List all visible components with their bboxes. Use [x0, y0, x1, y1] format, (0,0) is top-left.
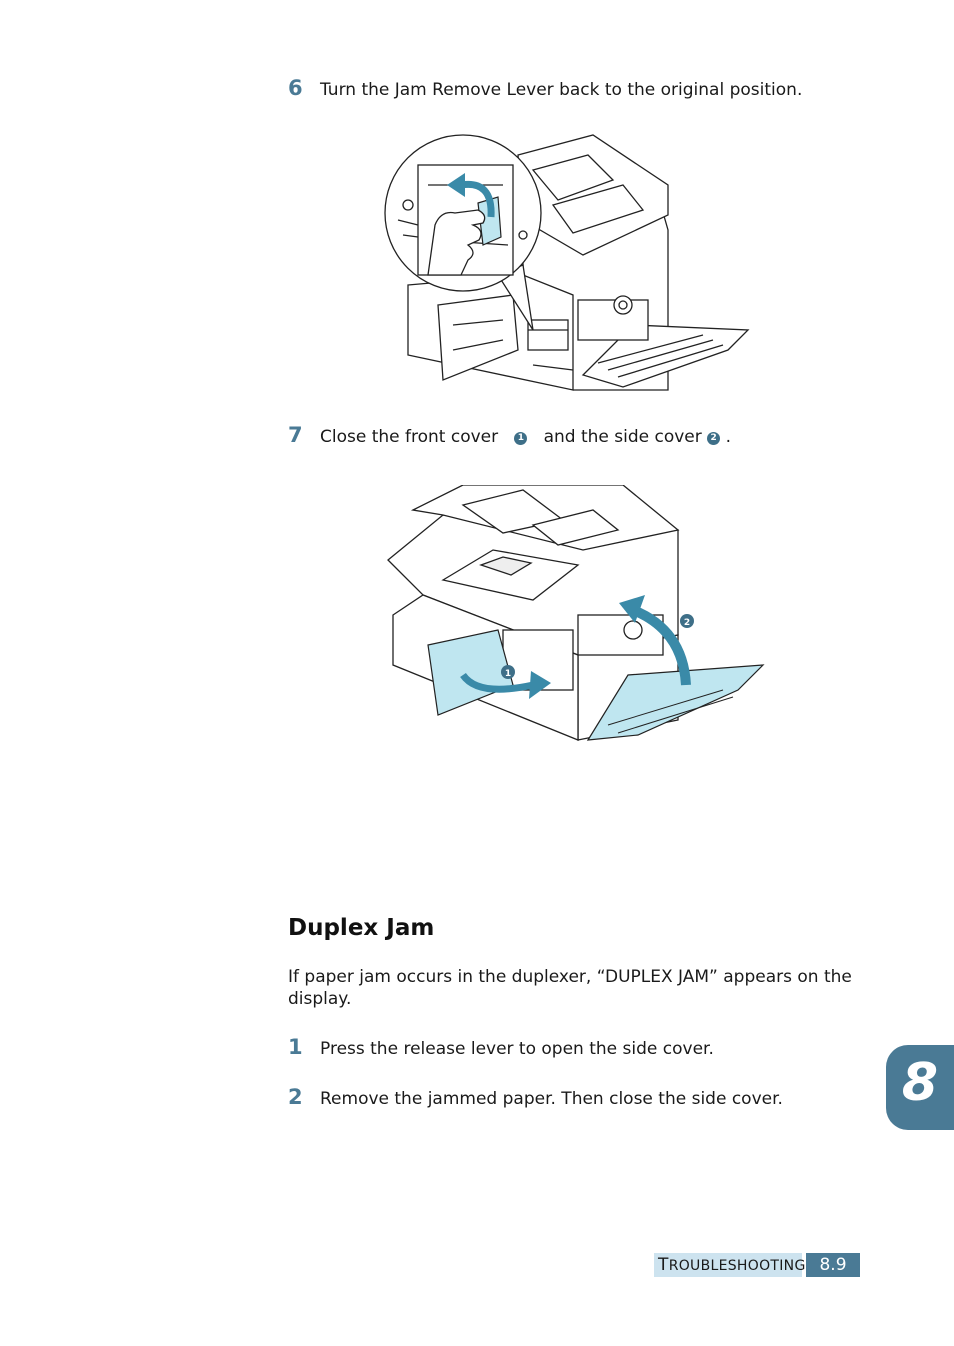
page-number: 8.9	[806, 1253, 860, 1277]
close-covers-illustration: 1 2	[387, 485, 765, 741]
step-text: Press the release lever to open the side…	[320, 1039, 714, 1059]
step-text-a: Close the front cover	[320, 427, 499, 447]
step-text-c: .	[725, 427, 731, 447]
jam-lever-illustration	[384, 134, 750, 391]
step-number: 2	[288, 1085, 303, 1109]
step-text-b: and the side cover	[543, 427, 702, 447]
footer-section-initial: T	[658, 1255, 669, 1275]
section-intro: If paper jam occurs in the duplexer, “DU…	[288, 967, 852, 1009]
footer-section-label: TROUBLESHOOTING	[654, 1253, 805, 1277]
figure-marker-2: 2	[684, 618, 690, 628]
step-text: Remove the jammed paper. Then close the …	[320, 1089, 783, 1109]
step-number: 7	[288, 423, 303, 447]
section-heading: Duplex Jam	[288, 915, 435, 941]
step-text: Turn the Jam Remove Lever back to the or…	[320, 80, 803, 100]
figure-marker-1: 1	[505, 669, 511, 679]
chapter-number: 8	[901, 1053, 939, 1113]
chapter-tab: 8	[886, 1045, 954, 1130]
step-number: 6	[288, 76, 303, 100]
step-text: Close the front cover 1 and the side cov…	[320, 427, 731, 447]
marker-2-icon: 2	[707, 432, 721, 445]
footer-section-rest: ROUBLESHOOTING	[668, 1258, 806, 1274]
marker-1-icon: 1	[514, 432, 528, 445]
step-number: 1	[288, 1035, 303, 1059]
